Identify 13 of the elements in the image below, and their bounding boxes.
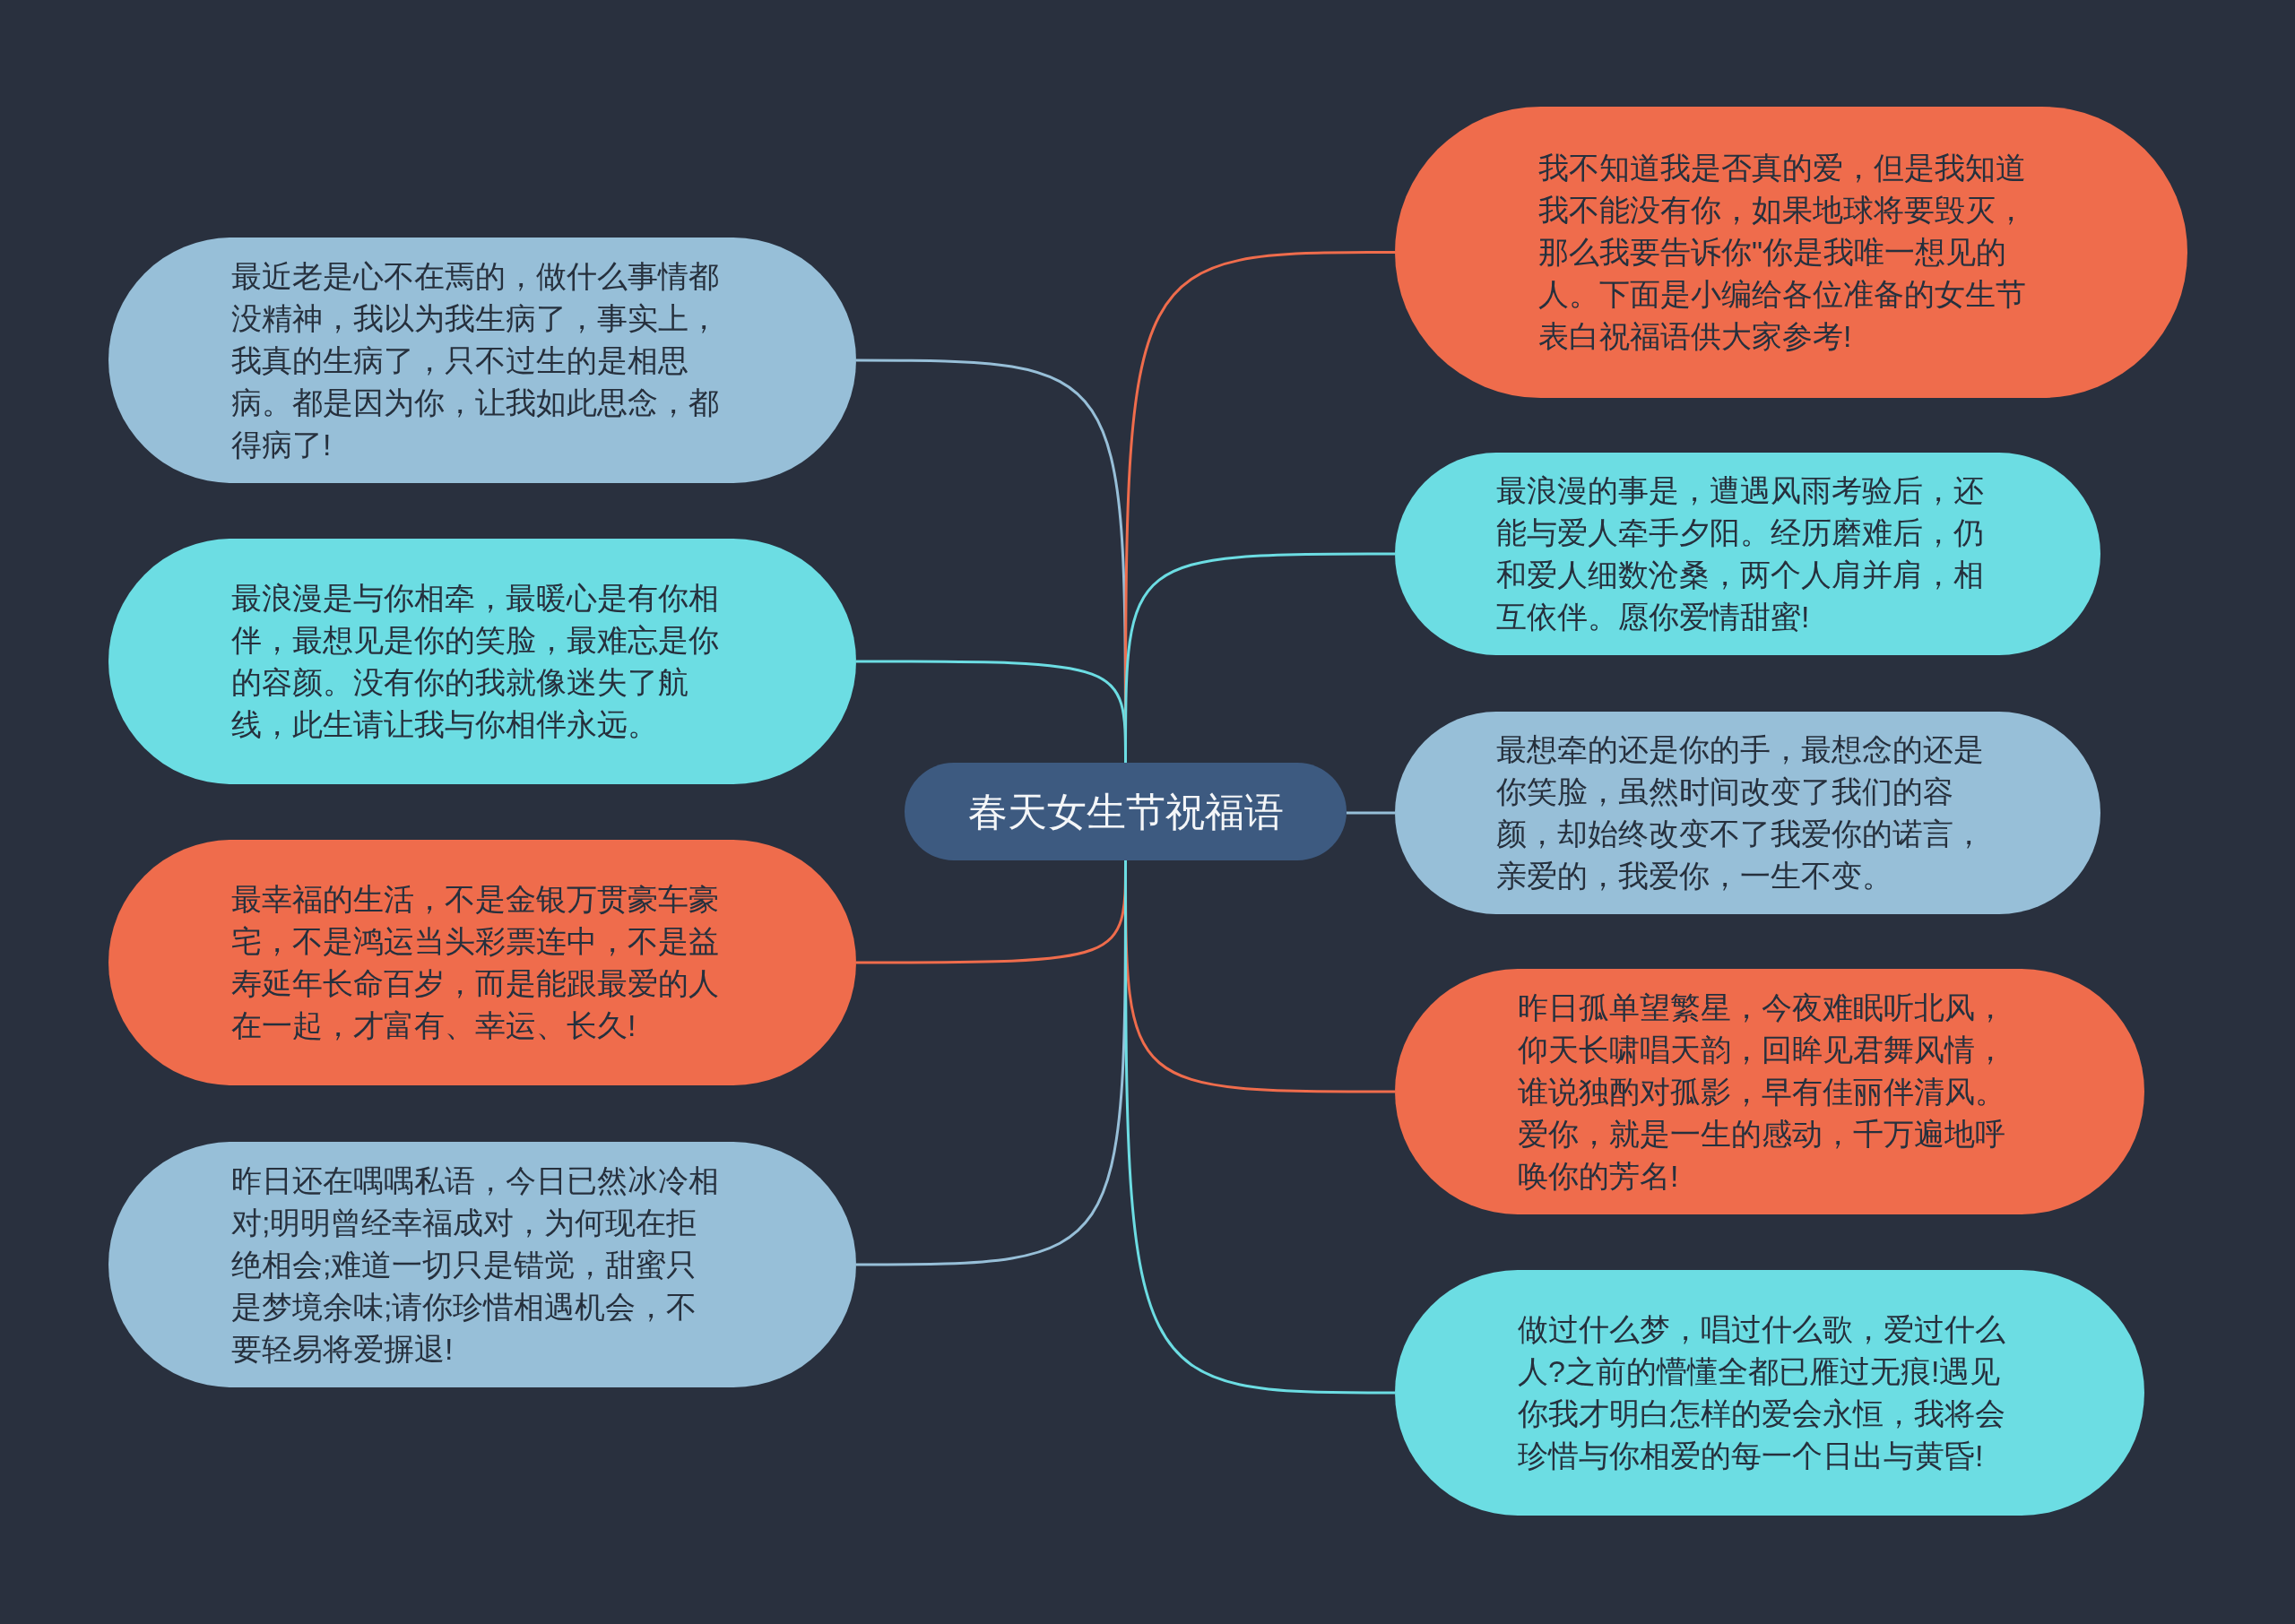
- topic-text: 春天女生节祝福语: [967, 788, 1284, 835]
- connector-line: [1124, 552, 1395, 763]
- connector-line: [1124, 860, 1395, 1395]
- message-text: 最近老是心不在焉的，做什么事情都没精神，我以为我生病了，事实上，我真的生病了，只不过生的是相思病。都是因为你，让我如此思念，都得病了!: [231, 257, 720, 463]
- message-text: 我不知道我是否真的爱，但是我知道我不能没有你，如果地球将要毁灭，那么我要告诉你"你是我唯一想见的人。下面是小编给各位准备的女生节表白祝福语供大家参考!: [1538, 150, 2027, 355]
- message-text: 最浪漫是与你相牵，最暖心是有你相伴，最想见是你的笑脸，最难忘是你的容颜。没有你的我就像迷失了航线，此生请让我与你相伴永远。: [231, 580, 720, 743]
- message-text: 最浪漫的事是，遭遇风雨考验后，还能与爱人牵手夕阳。经历磨难后，仍和爱人细数沧桑，两个人肩并肩，相互依伴。愿你爱情甜蜜!: [1496, 472, 1985, 635]
- message-text: 昨日孤单望繁星，今夜难眠听北风，仰天长啸唱天韵，回眸见君舞风情，谁说独酌对孤影，早有佳丽伴清风。爱你，就是一生的感动，千万遍地呼唤你的芳名!: [1518, 989, 2006, 1195]
- message-text: 最幸福的生活，不是金银万贯豪车豪宅，不是鸿运当头彩票连中，不是益寿延年长命百岁，而是能跟最爱的人在一起，才富有、幸运、长久!: [231, 881, 720, 1044]
- connector-line: [1347, 811, 1395, 815]
- message-text: 最想牵的还是你的手，最想念的还是你笑脸，虽然时间改变了我们的容颜，却始终改变不了我爱你的诺言，亲爱的，我爱你，一生不变。: [1496, 731, 1985, 894]
- message-text: 昨日还在喁喁私语，今日已然冰冷相对;明明曾经幸福成对，为何现在拒绝相会;难道一切只是错觉，甜蜜只是梦境余味;请你珍惜相遇机会，不要轻易将爱摒退!: [231, 1162, 720, 1368]
- message-text: 做过什么梦，唱过什么歌，爱过什么人?之前的懵懂全都已雁过无痕!遇见你我才明白怎样的爱会永恒，我将会珍惜与你相爱的每一个日出与黄昏!: [1518, 1311, 2006, 1474]
